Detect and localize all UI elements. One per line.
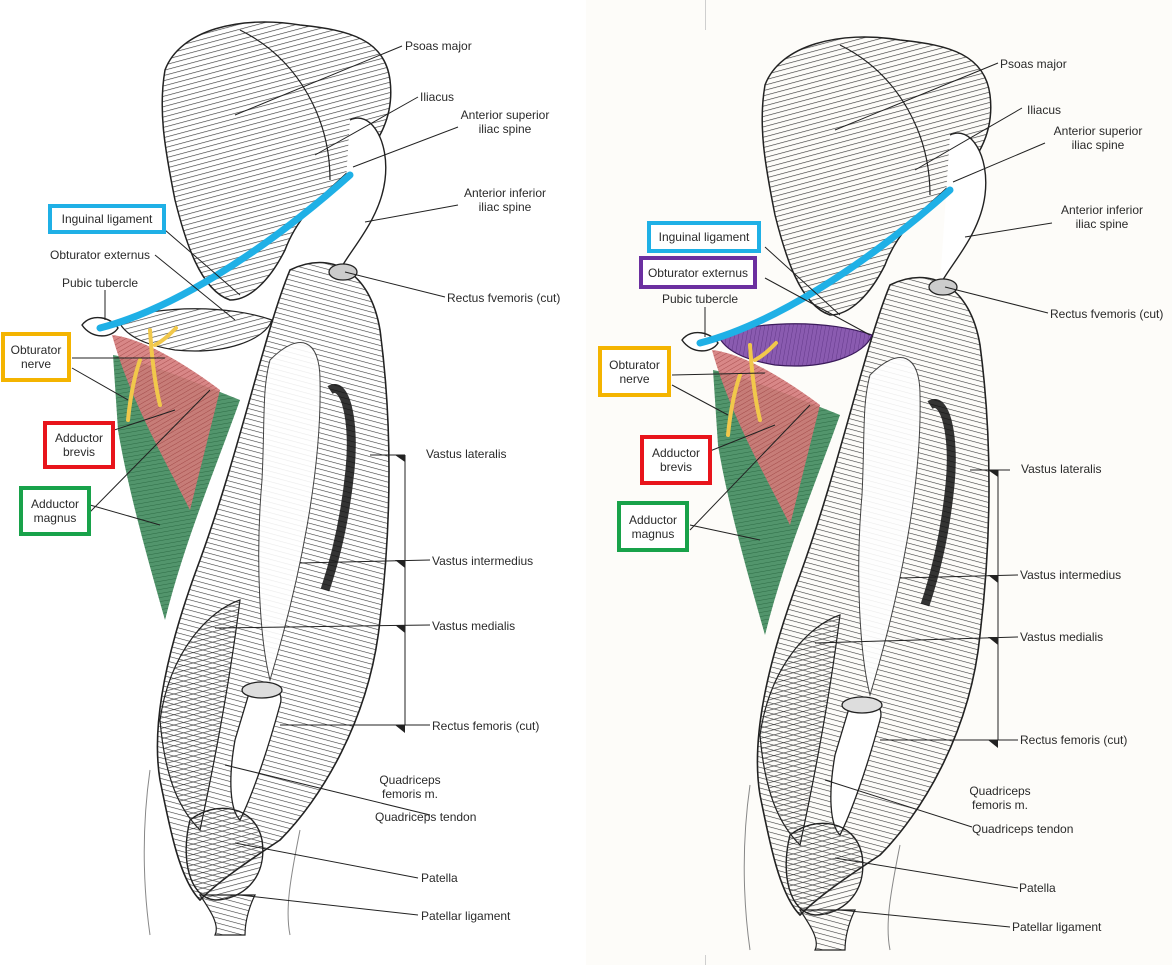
label-quadriceps-tendon: Quadriceps tendon <box>972 822 1074 836</box>
box-obturator-externus-text: Obturator externus <box>647 265 749 280</box>
label-patella: Patella <box>1019 881 1056 895</box>
label-quadriceps-line2: femoris m. <box>971 798 1028 812</box>
label-aiis-line2: iliac spine <box>1075 217 1129 231</box>
label-asis-line2: iliac spine <box>1071 138 1125 152</box>
label-asis-line2: iliac spine <box>478 122 532 136</box>
box-adductor-brevis-line2: brevis <box>62 445 95 459</box>
box-adductor-magnus-line2: magnus <box>33 511 77 525</box>
box-adductor-brevis-line1: Adductor <box>54 431 104 445</box>
label-aiis: Anterior inferior iliac spine <box>1047 203 1157 231</box>
label-rectus-femoris-cut-top: Rectus fvemoris (cut) <box>1050 307 1164 321</box>
box-obturator-externus: Obturator externus <box>639 256 757 289</box>
inguinal-ligament-shape <box>696 186 954 347</box>
box-obturator-nerve-line2: nerve <box>20 357 51 371</box>
box-adductor-brevis-line1: Adductor <box>651 446 701 460</box>
label-vastus-intermedius: Vastus intermedius <box>432 554 534 568</box>
label-asis-line1: Anterior superior <box>460 108 550 122</box>
label-asis: Anterior superior iliac spine <box>1043 124 1153 152</box>
label-patellar-ligament: Patellar ligament <box>421 909 511 923</box>
label-vastus-lateralis: Vastus lateralis <box>1021 462 1102 476</box>
divider <box>705 955 706 965</box>
label-vastus-medialis: Vastus medialis <box>432 619 516 633</box>
box-adductor-magnus-line2: magnus <box>631 526 675 541</box>
label-iliacus: Iliacus <box>1027 103 1062 117</box>
box-inguinal-ligament: Inguinal ligament <box>48 204 166 234</box>
label-psoas-major: Psoas major <box>405 39 472 53</box>
box-obturator-nerve-line2: nerve <box>619 371 650 386</box>
label-vastus-medialis: Vastus medialis <box>1020 630 1104 644</box>
label-quadriceps-femoris: Quadriceps femoris m. <box>370 773 450 801</box>
inguinal-ligament-shape <box>96 171 354 332</box>
label-aiis-line1: Anterior inferior <box>1060 203 1144 217</box>
label-aiis-line2: iliac spine <box>478 200 532 214</box>
label-pubic-tubercle: Pubic tubercle <box>62 276 139 290</box>
label-quadriceps-line1: Quadriceps <box>969 784 1031 798</box>
label-obturator-externus: Obturator externus <box>50 248 151 262</box>
obturator-nerve-shape <box>726 341 778 437</box>
label-pubic-tubercle: Pubic tubercle <box>662 292 739 306</box>
box-obturator-nerve-line1: Obturator <box>609 357 660 372</box>
label-vastus-lateralis: Vastus lateralis <box>426 447 507 461</box>
label-psoas-major: Psoas major <box>1000 57 1067 71</box>
label-quadriceps-line2: femoris m. <box>381 787 438 801</box>
left-illustration <box>71 22 459 935</box>
label-asis-line1: Anterior superior <box>1053 124 1143 138</box>
box-adductor-brevis-line2: brevis <box>659 460 692 474</box>
box-inguinal-ligament-text: Inguinal ligament <box>61 212 153 226</box>
label-vastus-intermedius: Vastus intermedius <box>1020 568 1122 582</box>
label-quadriceps-femoris: Quadriceps femoris m. <box>960 784 1040 812</box>
label-quadriceps-line1: Quadriceps <box>379 773 441 787</box>
box-inguinal-ligament-text: Inguinal ligament <box>658 230 750 244</box>
label-aiis-line1: Anterior inferior <box>463 186 547 200</box>
box-obturator-nerve-line1: Obturator <box>10 343 62 357</box>
label-rectus-femoris-cut: Rectus femoris (cut) <box>432 719 540 733</box>
label-rectus-femoris-cut: Rectus femoris (cut) <box>1020 733 1128 747</box>
label-iliacus: Iliacus <box>420 90 455 104</box>
divider <box>705 0 706 30</box>
label-patella: Patella <box>421 871 458 885</box>
box-adductor-magnus-line1: Adductor <box>30 497 80 511</box>
box-adductor-magnus-line1: Adductor <box>628 512 678 527</box>
label-quadriceps-tendon: Quadriceps tendon <box>375 810 477 824</box>
label-aiis: Anterior inferior iliac spine <box>455 186 555 214</box>
label-asis: Anterior superior iliac spine <box>455 108 555 136</box>
label-patellar-ligament: Patellar ligament <box>1012 920 1102 934</box>
box-inguinal-ligament: Inguinal ligament <box>647 221 761 253</box>
obturator-nerve-shape <box>126 326 178 422</box>
label-rectus-femoris-cut-top: Rectus fvemoris (cut) <box>447 291 561 305</box>
right-illustration <box>671 37 1053 950</box>
